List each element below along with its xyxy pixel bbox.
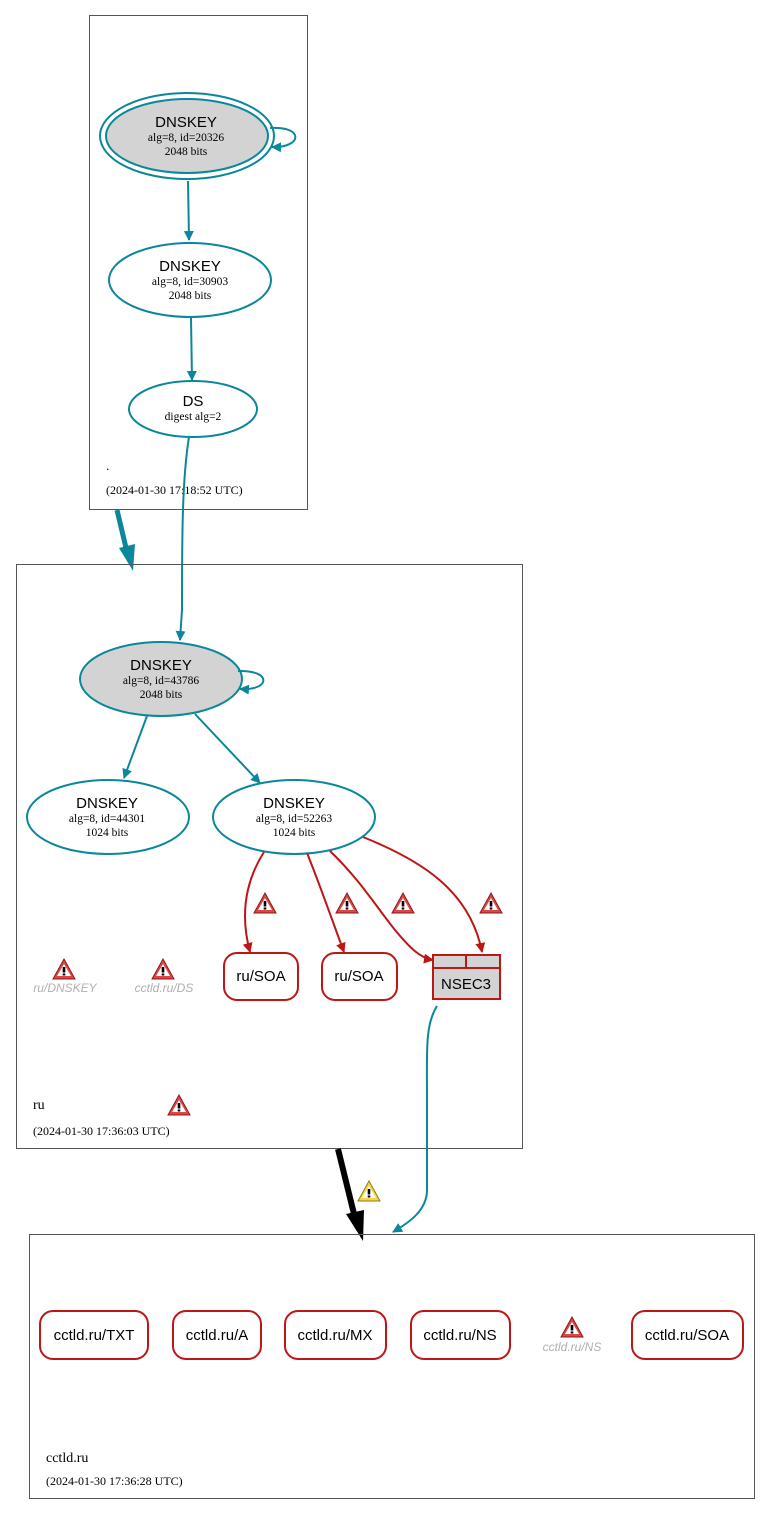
root-zsk-node[interactable]: DNSKEY alg=8, id=30903 2048 bits bbox=[108, 242, 272, 318]
warning-icon bbox=[151, 958, 175, 980]
root-to-ru-delegation-arrowhead bbox=[119, 544, 135, 571]
cctld-ns-node[interactable]: cctld.ru/NS bbox=[410, 1310, 511, 1360]
ru-ksk-node[interactable]: DNSKEY alg=8, id=43786 2048 bits bbox=[79, 641, 243, 717]
cctld-mx-label: cctld.ru/MX bbox=[297, 1327, 372, 1344]
root-zsk-title: DNSKEY bbox=[159, 258, 221, 275]
warning-icon bbox=[253, 892, 277, 914]
warning-icon bbox=[391, 892, 415, 914]
root-ksk-node[interactable]: DNSKEY alg=8, id=20326 2048 bits bbox=[99, 92, 275, 180]
ru-ksk-to-zsk2-edge bbox=[194, 713, 261, 784]
cctld-soa-node[interactable]: cctld.ru/SOA bbox=[631, 1310, 744, 1360]
ru-missing-dnskey-label: ru/DNSKEY bbox=[33, 981, 97, 995]
warning-icon bbox=[335, 892, 359, 914]
root-zone-timestamp: (2024-01-30 17:18:52 UTC) bbox=[106, 483, 243, 497]
cctld-soa-label: cctld.ru/SOA bbox=[645, 1327, 729, 1344]
root-zsk-line2: 2048 bits bbox=[169, 290, 212, 302]
ru-missing-ds-label: cctld.ru/DS bbox=[135, 981, 194, 995]
root-ksk-line2: 2048 bits bbox=[165, 146, 208, 158]
ru-zsk2-node[interactable]: DNSKEY alg=8, id=52263 1024 bits bbox=[212, 779, 376, 855]
cctld-zone-timestamp: (2024-01-30 17:36:28 UTC) bbox=[46, 1474, 183, 1488]
ru-ksk-self-edge bbox=[237, 669, 265, 695]
zone-ru-box bbox=[16, 564, 523, 1149]
ru-soa1-label: ru/SOA bbox=[236, 968, 285, 985]
root-ksk-self-edge bbox=[269, 126, 297, 153]
root-ksk-line1: alg=8, id=20326 bbox=[148, 132, 224, 144]
ru-to-cctld-delegation-edge bbox=[335, 1148, 358, 1219]
nsec3-to-cctld-edge bbox=[392, 1005, 438, 1233]
ru-zsk1-line2: 1024 bits bbox=[86, 827, 129, 839]
ru-zone-timestamp: (2024-01-30 17:36:03 UTC) bbox=[33, 1124, 170, 1138]
ru-zone-name: ru bbox=[33, 1098, 45, 1113]
cctld-mx-node[interactable]: cctld.ru/MX bbox=[284, 1310, 387, 1360]
ru-zsk1-node[interactable]: DNSKEY alg=8, id=44301 1024 bits bbox=[26, 779, 190, 855]
ru-soa2-label: ru/SOA bbox=[334, 968, 383, 985]
cctld-txt-label: cctld.ru/TXT bbox=[54, 1327, 135, 1344]
cctld-ns-label: cctld.ru/NS bbox=[423, 1327, 496, 1344]
ru-soa1-node[interactable]: ru/SOA bbox=[223, 952, 299, 1001]
root-zsk-to-ds-edge bbox=[186, 317, 197, 381]
ru-soa2-node[interactable]: ru/SOA bbox=[321, 952, 398, 1001]
root-zone-name: . bbox=[106, 458, 109, 473]
ru-zsk2-to-nsec3-edge-b bbox=[362, 836, 486, 953]
root-ds-title: DS bbox=[183, 393, 204, 410]
ru-zsk2-line2: 1024 bits bbox=[273, 827, 316, 839]
ru-ksk-line2: 2048 bits bbox=[140, 689, 183, 701]
ru-nsec3-node[interactable]: NSEC3 bbox=[432, 954, 501, 1000]
warning-icon bbox=[560, 1316, 584, 1338]
warning-icon bbox=[479, 892, 503, 914]
ru-zsk2-to-soa2-edge bbox=[306, 852, 346, 953]
root-ds-node[interactable]: DS digest alg=2 bbox=[128, 380, 258, 438]
ru-to-cctld-delegation-arrowhead bbox=[346, 1210, 364, 1241]
warning-icon bbox=[167, 1094, 191, 1116]
ru-ksk-line1: alg=8, id=43786 bbox=[123, 675, 199, 687]
root-to-ru-delegation-edge bbox=[114, 509, 130, 553]
ru-zsk2-to-nsec3-edge-a bbox=[329, 850, 434, 964]
ru-zsk2-line1: alg=8, id=52263 bbox=[256, 813, 332, 825]
warning-icon bbox=[357, 1180, 381, 1202]
ru-zsk2-to-soa1-edge bbox=[242, 851, 265, 953]
ru-zsk1-title: DNSKEY bbox=[76, 795, 138, 812]
root-ds-to-ru-ksk-edge bbox=[175, 436, 190, 641]
ru-ksk-to-zsk1-edge bbox=[122, 715, 148, 779]
warning-icon bbox=[52, 958, 76, 980]
ru-nsec3-label: NSEC3 bbox=[441, 976, 491, 993]
zone-cctld-box bbox=[29, 1234, 755, 1499]
ru-zsk1-line1: alg=8, id=44301 bbox=[69, 813, 145, 825]
cctld-a-label: cctld.ru/A bbox=[186, 1327, 249, 1344]
root-zsk-line1: alg=8, id=30903 bbox=[152, 276, 228, 288]
cctld-txt-node[interactable]: cctld.ru/TXT bbox=[39, 1310, 149, 1360]
ru-ksk-title: DNSKEY bbox=[130, 657, 192, 674]
root-ksk-to-zsk-edge bbox=[183, 180, 194, 241]
ru-zsk2-title: DNSKEY bbox=[263, 795, 325, 812]
root-ksk-title: DNSKEY bbox=[155, 114, 217, 131]
cctld-zone-name: cctld.ru bbox=[46, 1451, 88, 1466]
root-ds-line1: digest alg=2 bbox=[165, 411, 222, 423]
cctld-missing-ns-label: cctld.ru/NS bbox=[543, 1340, 602, 1354]
cctld-a-node[interactable]: cctld.ru/A bbox=[172, 1310, 262, 1360]
